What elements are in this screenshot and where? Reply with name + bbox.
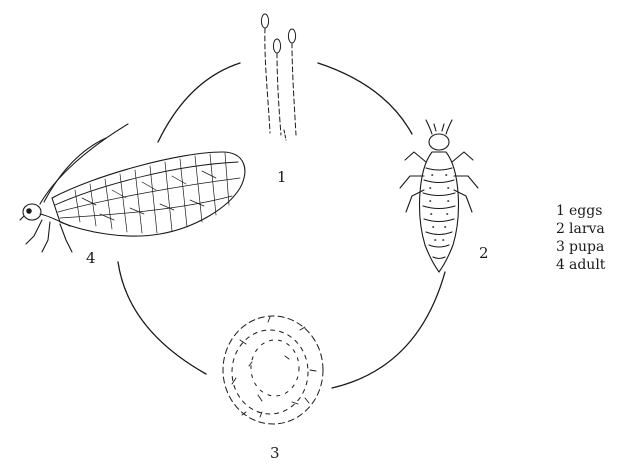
adult-lacewing-icon	[20, 124, 245, 252]
cycle-arc-eggs-to-larva	[318, 63, 412, 134]
larva-icon	[400, 120, 478, 272]
cycle-arc-adult-to-eggs	[158, 63, 240, 142]
legend-number: 3	[556, 238, 569, 256]
stage-number-adult: 4	[86, 251, 96, 266]
cycle-arc-larva-to-pupa	[332, 272, 445, 388]
pupa-icon	[223, 316, 323, 424]
legend-label: adult	[569, 257, 605, 273]
legend-number: 2	[556, 220, 569, 238]
stage-number-pupa: 3	[270, 446, 280, 461]
legend-number: 4	[556, 256, 569, 274]
legend-label: larva	[569, 221, 605, 237]
legend-label: pupa	[569, 239, 604, 255]
cycle-arc-pupa-to-adult	[118, 262, 206, 374]
stage-number-eggs: 1	[277, 170, 287, 185]
eggs-icon	[261, 14, 296, 140]
legend-number: 1	[556, 202, 569, 220]
legend-label: eggs	[569, 203, 602, 219]
stage-number-larva: 2	[479, 246, 489, 261]
